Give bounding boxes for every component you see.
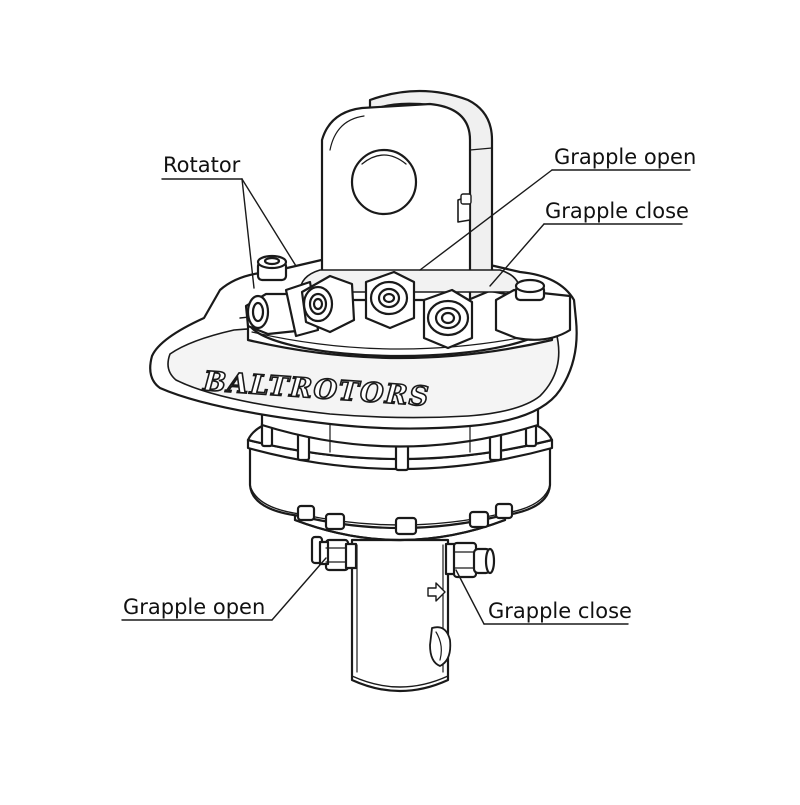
lower-right-fitting (444, 541, 496, 579)
grapple-open-fitting-top (300, 274, 356, 334)
leader-lines (121, 169, 691, 625)
lower-left-fitting (310, 535, 358, 572)
center-fitting (364, 270, 416, 330)
left-bolt (256, 254, 288, 282)
lower-flange (248, 446, 552, 542)
right-bolt-block (494, 278, 572, 341)
flow-arrow-icon (427, 582, 446, 602)
lower-shaft (350, 538, 452, 693)
eye-hole (350, 148, 418, 216)
label-grapple-close-top: Grapple close (545, 199, 689, 223)
grapple-close-fitting-top (422, 288, 474, 350)
label-grapple-open-top: Grapple open (554, 145, 697, 169)
shaft-slot (429, 626, 452, 667)
label-grapple-close-bottom: Grapple close (488, 599, 632, 623)
label-rotator: Rotator (163, 153, 241, 177)
lower-bolt-heads (296, 502, 514, 536)
label-grapple-open-bottom: Grapple open (123, 595, 266, 619)
lifting-eye (299, 89, 521, 302)
